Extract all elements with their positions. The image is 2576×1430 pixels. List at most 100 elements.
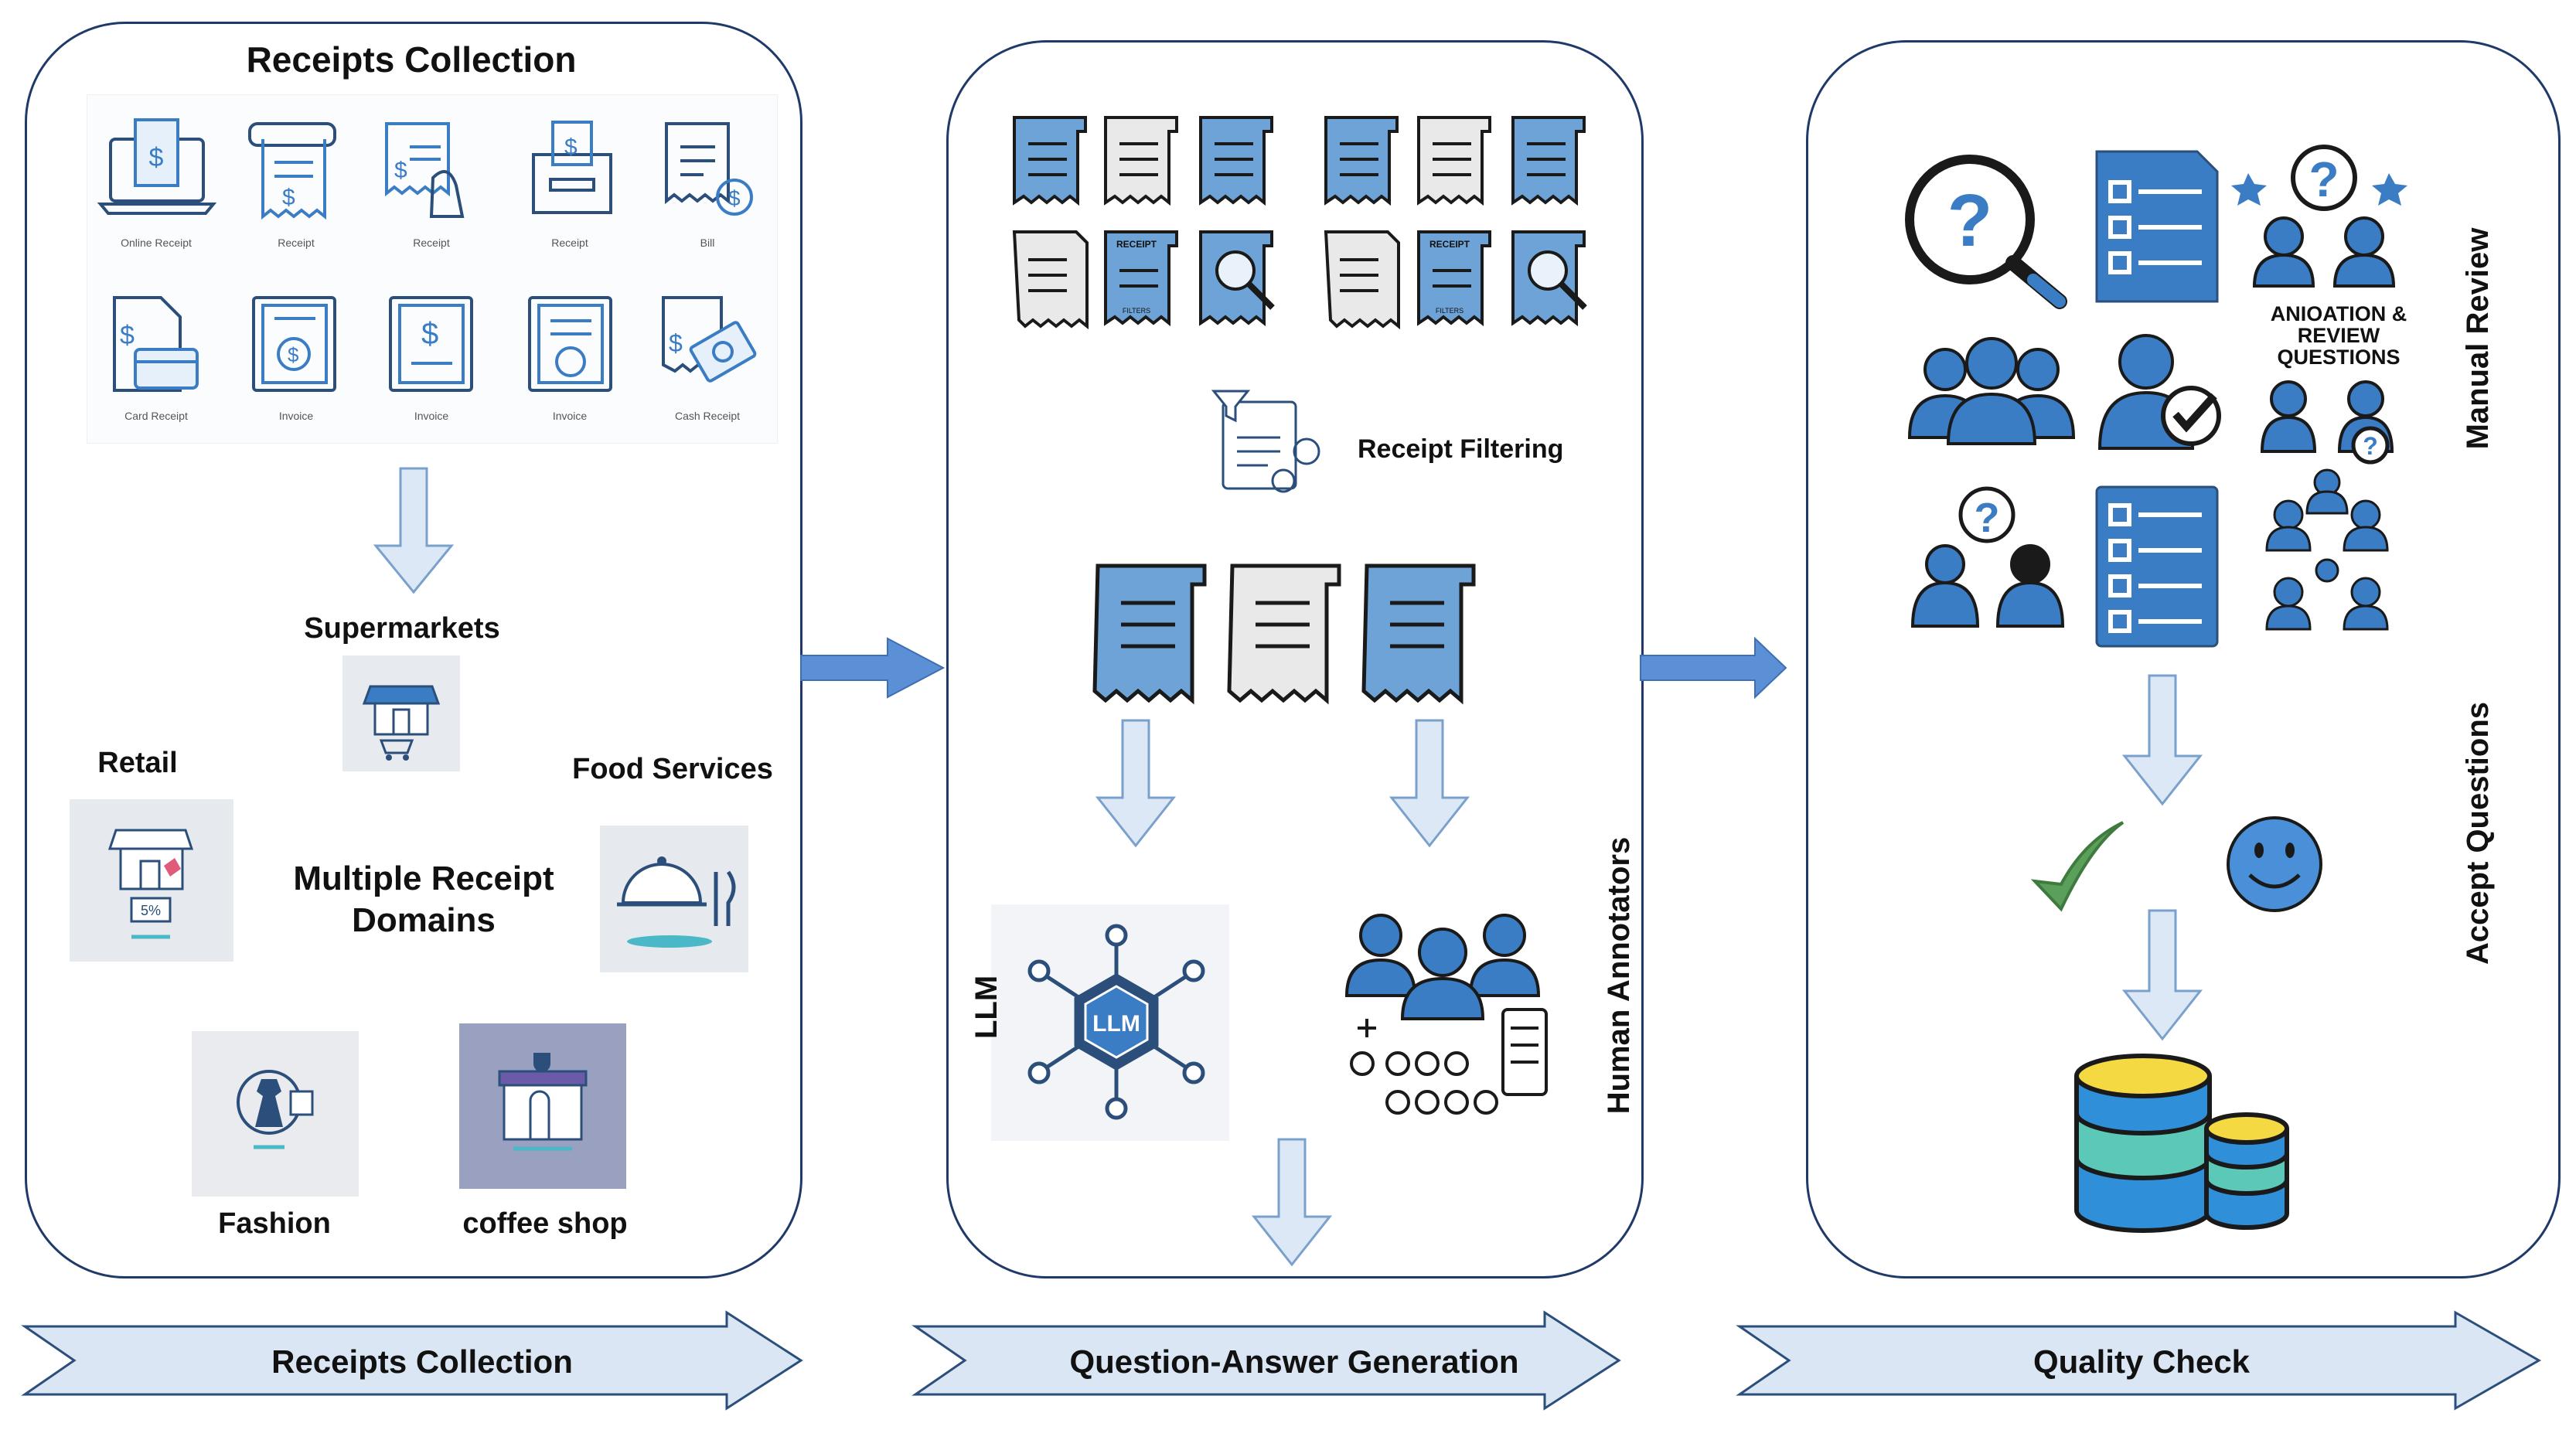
invoice-icon-2: $	[389, 296, 473, 392]
card-receipt-icon: $	[113, 296, 199, 392]
llm-icon-text: LLM	[1092, 1011, 1140, 1037]
svg-text:?: ?	[2309, 152, 2339, 207]
scroll-receipt-icon	[1324, 230, 1400, 330]
magnifier-receipt-icon	[1199, 230, 1275, 327]
svg-text:$: $	[282, 185, 295, 210]
receipt-tag-icon	[1104, 230, 1178, 327]
svg-text:$: $	[149, 143, 164, 172]
banner-arrow-quality-check	[1736, 1310, 2542, 1411]
llm-network-icon	[1027, 924, 1205, 1120]
down-arrow-icon	[1389, 719, 1470, 848]
receipt-tag-text: RECEIPT	[1116, 239, 1157, 250]
receipt-filtering-label: Receipt Filtering	[1358, 434, 1564, 464]
svg-text:$: $	[669, 329, 683, 357]
food-services-icon	[600, 826, 748, 972]
question-magnifier-icon: ?	[1905, 155, 2067, 309]
filters-tag-text: FILTERS	[1436, 307, 1463, 315]
supermarket-store-icon	[342, 655, 460, 771]
banner-arrow-qa-generation	[911, 1310, 1621, 1411]
filters-tag-text: FILTERS	[1123, 307, 1150, 315]
annotation-review-team-icon: ?	[2260, 380, 2394, 465]
down-arrow-icon	[1095, 719, 1177, 848]
scroll-receipt-icon	[1511, 116, 1586, 206]
retail-store-icon: 5%	[70, 799, 233, 962]
receipt-printer-icon: $	[248, 122, 336, 220]
domain-coffee-shop-label: coffee shop	[462, 1207, 628, 1240]
invoice-icon-3	[528, 296, 612, 392]
receipt-tag-text: RECEIPT	[1429, 239, 1470, 250]
svg-text:?: ?	[1975, 495, 2000, 541]
invoice-icon-1: $	[252, 296, 336, 392]
receipt-type-label: Bill	[700, 237, 715, 249]
svg-text:$: $	[728, 186, 741, 210]
down-arrow-icon	[1251, 1138, 1333, 1267]
svg-text:$: $	[421, 317, 438, 351]
svg-text:$: $	[288, 343, 299, 366]
scroll-receipt-icon	[1013, 116, 1087, 206]
annotation-review-questions-label: ANIOATION & REVIEW QUESTIONS	[2270, 302, 2407, 369]
coffee-shop-icon	[459, 1023, 626, 1189]
receipt-type-label: Online Receipt	[121, 237, 192, 249]
checklist-document-icon	[2095, 150, 2219, 303]
people-group-icon	[1907, 337, 2076, 445]
banner-arrow-receipts-collection	[21, 1310, 803, 1411]
human-annotators-icon	[1344, 914, 1548, 1115]
receipt-type-label: Card Receipt	[124, 410, 188, 422]
scroll-receipt-icon	[1324, 116, 1399, 206]
scroll-receipt-icon	[1104, 116, 1178, 206]
receipt-filtering-icon	[1211, 390, 1320, 493]
magnifier-receipt-icon	[1511, 230, 1587, 327]
banner-qa-generation-label: Question-Answer Generation	[1069, 1343, 1519, 1380]
receipt-tag-icon	[1417, 230, 1491, 327]
receipt-type-label: Receipt	[413, 237, 450, 249]
multiple-receipt-domains-label: Multiple Receipt Domains	[293, 860, 554, 939]
bill-icon: $	[665, 122, 753, 216]
reviewer-check-icon	[2097, 334, 2221, 450]
receipt-dropbox-icon: $	[532, 121, 612, 214]
receipts-collection-title: Receipts Collection	[246, 39, 577, 80]
cash-receipt-icon: $	[662, 296, 757, 383]
checkmark-icon	[2030, 821, 2125, 912]
people-network-icon	[2265, 468, 2389, 631]
receipt-type-label: Receipt	[278, 237, 315, 249]
online-receipt-icon: $	[97, 118, 217, 215]
receipt-type-label: Cash Receipt	[674, 410, 741, 422]
scroll-receipt-icon	[1092, 563, 1207, 705]
smiley-face-icon	[2227, 816, 2322, 912]
svg-text:?: ?	[1947, 179, 1993, 262]
scroll-receipt-icon	[1199, 116, 1273, 206]
database-icon	[2074, 1054, 2289, 1233]
svg-text:$: $	[120, 321, 135, 350]
down-arrow-icon	[2121, 674, 2203, 806]
receipt-type-label: Receipt	[551, 237, 588, 249]
domain-food-services-label: Food Services	[572, 753, 773, 785]
svg-text:$: $	[564, 134, 578, 160]
down-arrow-icon	[2121, 909, 2203, 1041]
scroll-receipt-icon	[1361, 563, 1476, 705]
retail-discount-text: 5%	[141, 903, 161, 918]
scroll-receipt-icon	[1012, 230, 1089, 330]
banner-receipts-collection-label: Receipts Collection	[271, 1343, 573, 1380]
receipt-type-label: Invoice	[278, 410, 314, 422]
receipt-hand-icon: $	[385, 122, 465, 218]
scroll-receipt-icon	[1417, 116, 1491, 206]
domain-fashion-label: Fashion	[218, 1207, 331, 1240]
team-question-icon: ?	[2231, 145, 2407, 288]
receipt-type-label: Invoice	[414, 410, 449, 422]
receipt-type-label: Invoice	[552, 410, 588, 422]
domain-retail-label: Retail	[97, 747, 178, 779]
people-question-icon: ?	[1910, 486, 2065, 628]
fashion-icon	[192, 1031, 359, 1197]
svg-text:$: $	[394, 158, 407, 183]
checklist-document-icon	[2095, 485, 2219, 648]
scroll-receipt-icon	[1227, 563, 1341, 705]
banner-quality-check-label: Quality Check	[2033, 1343, 2251, 1380]
svg-text:?: ?	[2363, 432, 2378, 460]
